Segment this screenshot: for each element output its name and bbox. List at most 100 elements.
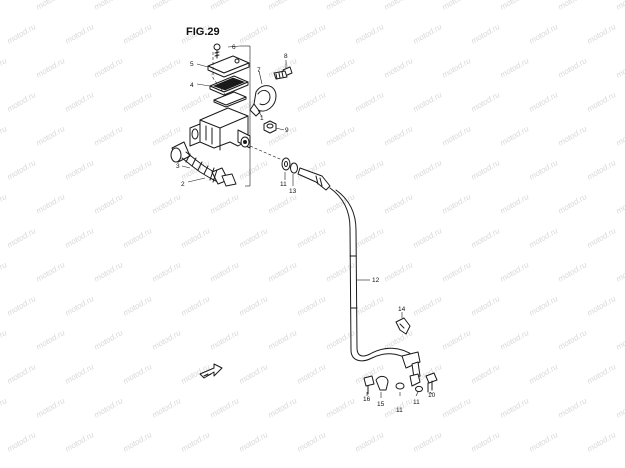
watermark-text: motod.ru xyxy=(238,22,270,46)
callout-15: 15 xyxy=(377,401,385,408)
watermark-text: motod.ru xyxy=(470,226,502,250)
watermark-text: motod.ru xyxy=(470,294,502,318)
part-1-master-cylinder xyxy=(189,107,251,151)
watermark-text: motod.ru xyxy=(180,158,212,182)
watermark-text: motod.ru xyxy=(238,226,270,250)
callout-7: 7 xyxy=(257,67,261,74)
part-13-washer xyxy=(281,157,298,174)
part-12-brake-hose xyxy=(297,167,421,387)
watermark-text: motod.ru xyxy=(151,328,183,352)
watermark-text: motod.ru xyxy=(151,0,183,12)
watermark-text: motod.ru xyxy=(209,192,241,216)
watermark-text: motod.ru xyxy=(35,192,67,216)
watermark-text: motod.ru xyxy=(151,124,183,148)
watermark-text: motod.ru xyxy=(354,430,386,454)
watermark-text: motod.ru xyxy=(267,396,299,420)
watermark-text: motod.ru xyxy=(151,192,183,216)
callout-8: 8 xyxy=(284,53,288,60)
figure-title: FIG.29 xyxy=(186,26,220,38)
watermark-text: motod.ru xyxy=(0,0,9,12)
watermark-text: motod.ru xyxy=(441,0,473,12)
watermark-text: motod.ru xyxy=(383,192,415,216)
part-5-reservoir-cap xyxy=(207,55,250,78)
watermark-text: motod.ru xyxy=(93,0,125,12)
watermark-text: motod.ru xyxy=(441,396,473,420)
watermark-text: motod.ru xyxy=(499,124,531,148)
watermark-text: motod.ru xyxy=(122,430,154,454)
watermark-text: motod.ru xyxy=(615,192,625,216)
watermark-text: motod.ru xyxy=(586,22,618,46)
watermark-text: motod.ru xyxy=(122,226,154,250)
watermark-text: motod.ru xyxy=(6,430,38,454)
watermark-text: motod.ru xyxy=(267,328,299,352)
callout-5: 5 xyxy=(190,61,194,68)
watermark-text: motod.ru xyxy=(325,56,357,80)
part-14-hose-clip xyxy=(395,317,411,335)
watermark-text: motod.ru xyxy=(412,90,444,114)
watermark-text: motod.ru xyxy=(6,158,38,182)
watermark-text: motod.ru xyxy=(412,430,444,454)
watermark-text: motod.ru xyxy=(528,90,560,114)
part-7-clamp xyxy=(249,85,277,117)
watermark-text: motod.ru xyxy=(64,430,96,454)
watermark-text: motod.ru xyxy=(528,294,560,318)
watermark-text: motod.ru xyxy=(64,158,96,182)
watermark-text: motod.ru xyxy=(267,192,299,216)
watermark-text: motod.ru xyxy=(122,90,154,114)
watermark-text: motod.ru xyxy=(528,430,560,454)
part-15-16-bolt-clip xyxy=(363,375,389,395)
watermark-text: motod.ru xyxy=(412,294,444,318)
callout-2: 2 xyxy=(181,181,185,188)
watermark-text: motod.ru xyxy=(296,294,328,318)
callout-12: 12 xyxy=(372,277,380,284)
watermark-text: motod.ru xyxy=(296,90,328,114)
watermark-text: motod.ru xyxy=(383,124,415,148)
watermark-text: motod.ru xyxy=(412,22,444,46)
callout-leaders xyxy=(181,45,433,398)
watermark-text: motod.ru xyxy=(615,124,625,148)
watermark-text: motod.ru xyxy=(267,260,299,284)
watermark-text: motod.ru xyxy=(557,192,589,216)
watermark-text: motod.ru xyxy=(325,260,357,284)
watermark-text: motod.ru xyxy=(151,396,183,420)
watermark-text: motod.ru xyxy=(383,260,415,284)
callout-13: 13 xyxy=(289,188,297,195)
watermark-text: motod.ru xyxy=(151,56,183,80)
watermark-text: motod.ru xyxy=(93,192,125,216)
watermark-text: motod.ru xyxy=(499,328,531,352)
watermark-text: motod.ru xyxy=(325,192,357,216)
part-11-washers xyxy=(395,382,423,393)
watermark-text: motod.ru xyxy=(35,396,67,420)
watermark-text: motod.ru xyxy=(557,328,589,352)
watermark-text: motod.ru xyxy=(470,362,502,386)
watermark-text: motod.ru xyxy=(354,90,386,114)
watermark-text: motod.ru xyxy=(296,22,328,46)
watermark-text: motod.ru xyxy=(6,294,38,318)
watermark-text: motod.ru xyxy=(0,396,9,420)
watermark-text: motod.ru xyxy=(296,362,328,386)
watermark-text: motod.ru xyxy=(35,328,67,352)
watermark-text: motod.ru xyxy=(354,226,386,250)
watermark-text: motod.ru xyxy=(441,124,473,148)
watermark-text: motod.ru xyxy=(93,56,125,80)
watermark-text: motod.ru xyxy=(615,328,625,352)
part-6-screw xyxy=(213,43,221,59)
watermark-text: motod.ru xyxy=(64,22,96,46)
callout-11-top: 11 xyxy=(280,181,287,188)
watermark-text: motod.ru xyxy=(586,90,618,114)
watermark-text: motod.ru xyxy=(180,430,212,454)
callout-11-bottom-left: 11 xyxy=(396,407,403,414)
watermark-text: motod.ru xyxy=(151,260,183,284)
watermark-text: motod.ru xyxy=(499,56,531,80)
watermark-text: motod.ru xyxy=(470,90,502,114)
watermark-text: motod.ru xyxy=(441,328,473,352)
watermark-text: motod.ru xyxy=(6,226,38,250)
watermark-text: motod.ru xyxy=(586,158,618,182)
callout-1: 1 xyxy=(260,115,264,122)
watermark-text: motod.ru xyxy=(528,22,560,46)
watermark-text: motod.ru xyxy=(325,328,357,352)
watermark-text: motod.ru xyxy=(441,260,473,284)
watermark-text: motod.ru xyxy=(180,90,212,114)
watermark-text: motod.ru xyxy=(557,260,589,284)
watermark-text: motod.ru xyxy=(586,430,618,454)
